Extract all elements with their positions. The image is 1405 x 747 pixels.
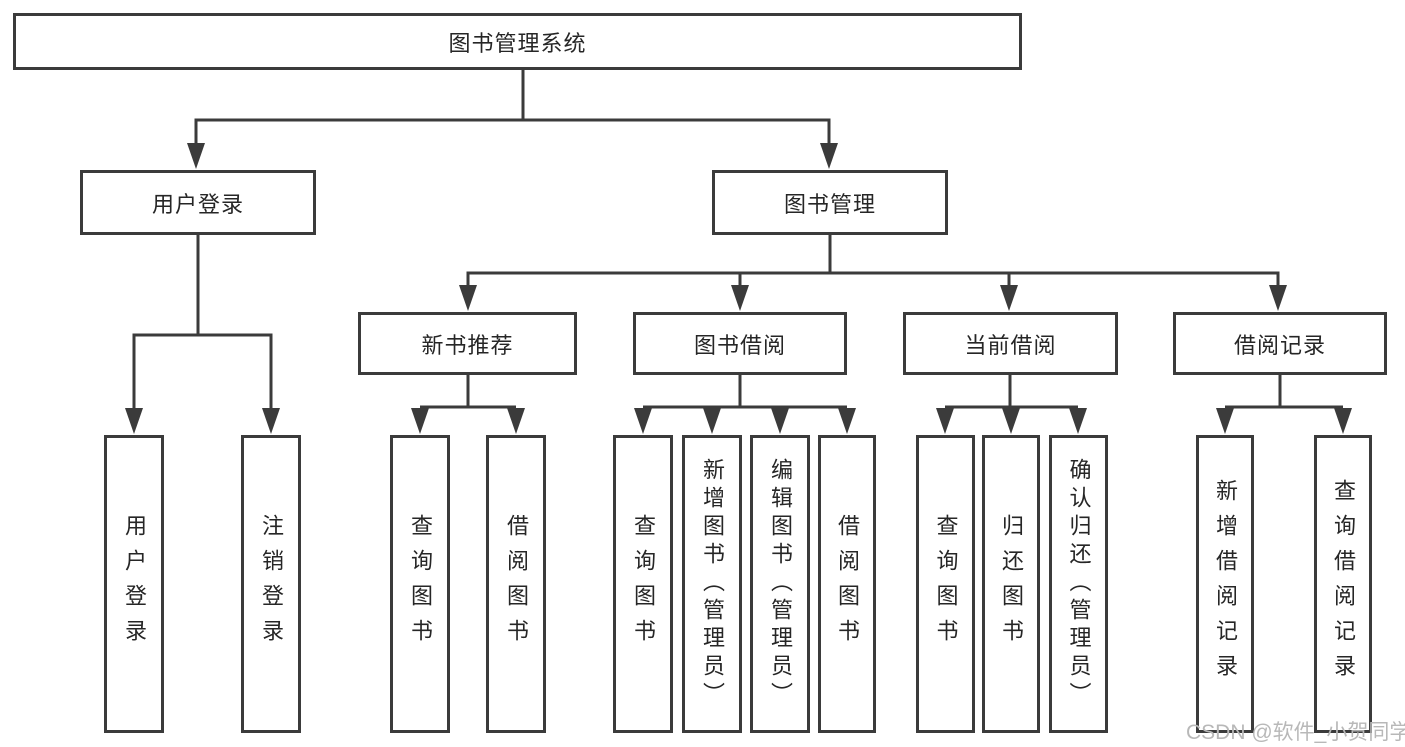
arrowheads-borrow-records xyxy=(1216,408,1352,434)
node-user-login-label: 用户登录 xyxy=(151,191,244,217)
node-current-borrow: 当前借阅 xyxy=(903,312,1118,375)
node-borrow-records-label: 借阅记录 xyxy=(1233,332,1326,358)
leaf-confirm-return-admin: 确认归还（管理员） xyxy=(1049,435,1108,733)
leaf-query-borrow-record-label: 查询借阅记录 xyxy=(1331,479,1356,689)
leaf-return-books-label: 归还图书 xyxy=(999,514,1024,654)
leaf-query-books-3: 查询图书 xyxy=(916,435,975,733)
leaf-edit-book-admin: 编辑图书（管理员） xyxy=(750,435,810,733)
node-new-book-rec-label: 新书推荐 xyxy=(421,332,514,358)
leaf-user-login: 用户登录 xyxy=(104,435,164,733)
node-current-borrow-label: 当前借阅 xyxy=(964,332,1057,358)
leaf-logout: 注销登录 xyxy=(241,435,301,733)
arrowheads-book-borrow xyxy=(634,408,856,434)
node-new-book-rec: 新书推荐 xyxy=(358,312,577,375)
leaf-query-books-1-label: 查询图书 xyxy=(408,514,433,654)
arrowheads-new-book-rec xyxy=(411,408,525,434)
leaf-confirm-return-admin-label: 确认归还（管理员） xyxy=(1066,458,1092,710)
connector-current-borrow-leaves xyxy=(945,375,1078,409)
leaf-query-books-2: 查询图书 xyxy=(613,435,673,733)
arrowheads-level2 xyxy=(187,143,838,169)
leaf-borrow-books-1: 借阅图书 xyxy=(486,435,546,733)
node-book-borrow: 图书借阅 xyxy=(633,312,847,375)
connector-book-mgmt-to-groups xyxy=(466,235,1280,287)
leaf-add-borrow-record-label: 新增借阅记录 xyxy=(1213,479,1238,689)
csdn-watermark: CSDN @软件_小贺同学 xyxy=(1186,721,1405,744)
leaf-borrow-books-2: 借阅图书 xyxy=(818,435,876,733)
node-borrow-records: 借阅记录 xyxy=(1173,312,1387,375)
leaf-query-books-3-label: 查询图书 xyxy=(933,514,959,654)
node-root-label: 图书管理系统 xyxy=(448,30,587,56)
leaf-borrow-books-2-label: 借阅图书 xyxy=(835,514,860,654)
arrowheads-user-login-leaves xyxy=(125,408,280,434)
leaf-query-borrow-record: 查询借阅记录 xyxy=(1314,435,1372,733)
leaf-user-login-label: 用户登录 xyxy=(122,514,147,654)
leaf-add-book-admin-label: 新增图书（管理员） xyxy=(700,458,725,710)
node-user-login: 用户登录 xyxy=(80,170,316,235)
arrowheads-current-borrow xyxy=(936,408,1087,434)
leaf-edit-book-admin-label: 编辑图书（管理员） xyxy=(768,458,793,710)
leaf-query-books-2-label: 查询图书 xyxy=(631,514,656,654)
leaf-return-books: 归还图书 xyxy=(982,435,1040,733)
connector-borrow-records-leaves xyxy=(1225,375,1343,409)
leaf-add-borrow-record: 新增借阅记录 xyxy=(1196,435,1254,733)
leaf-borrow-books-1-label: 借阅图书 xyxy=(504,514,529,654)
leaf-add-book-admin: 新增图书（管理员） xyxy=(682,435,742,733)
leaf-logout-label: 注销登录 xyxy=(259,514,284,654)
arrowheads-groups xyxy=(459,285,1287,311)
connector-user-login-to-leaves xyxy=(132,235,273,410)
node-book-mgmt-label: 图书管理 xyxy=(783,191,876,217)
node-book-mgmt: 图书管理 xyxy=(712,170,948,235)
node-book-borrow-label: 图书借阅 xyxy=(693,332,786,358)
connector-book-borrow-leaves xyxy=(643,375,847,409)
leaf-query-books-1: 查询图书 xyxy=(390,435,450,733)
connector-root-to-level2 xyxy=(194,70,831,146)
node-root: 图书管理系统 xyxy=(13,13,1022,70)
connector-new-book-rec-leaves xyxy=(420,375,516,409)
